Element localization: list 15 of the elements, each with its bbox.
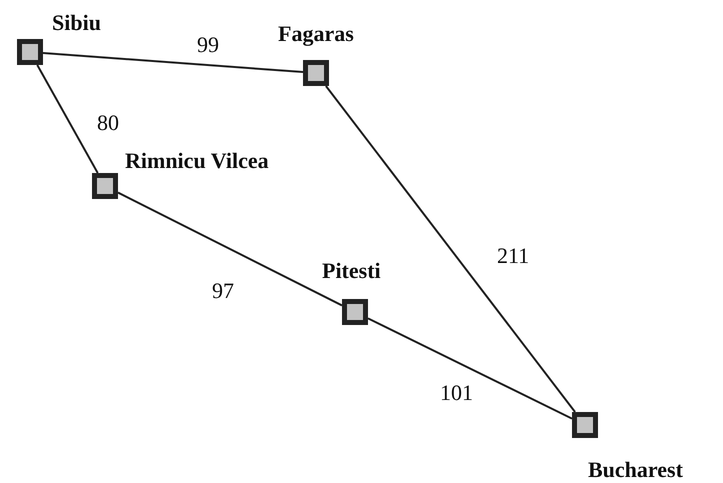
city-name: Pitesti: [322, 258, 381, 284]
city-name: Fagaras: [278, 21, 354, 47]
distance-label: 211: [497, 243, 530, 269]
connector-line: [36, 64, 99, 174]
connector-line: [118, 192, 342, 306]
connector-line: [325, 85, 576, 413]
city-name: Bucharest: [588, 457, 683, 483]
distance-label: 97: [212, 278, 234, 304]
city-name: Sibiu: [52, 10, 101, 36]
distance-label: 80: [97, 110, 119, 136]
connector-line: [42, 52, 304, 74]
city-name: Rimnicu Vilcea: [125, 148, 269, 174]
distance-label: 99: [197, 32, 219, 58]
distance-label: 101: [440, 380, 473, 406]
connector-line: [368, 317, 572, 420]
